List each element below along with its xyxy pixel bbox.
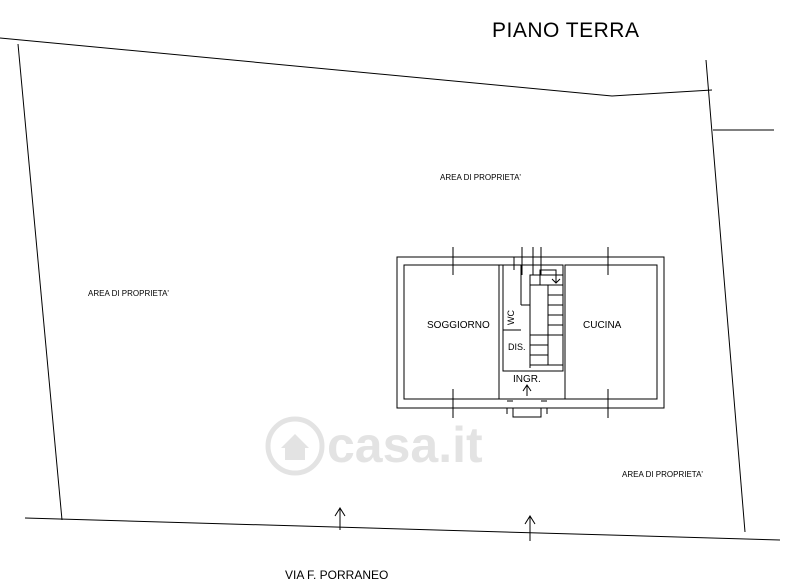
window-wc-north	[513, 247, 542, 275]
room-label-kitchen: CUCINA	[583, 320, 622, 331]
site-boundary-north	[0, 37, 713, 97]
window-kitchen-north	[596, 247, 621, 275]
access-arrow-left	[334, 507, 346, 530]
room-label-living: SOGGIORNO	[427, 320, 490, 331]
plan-title: PIANO TERRA	[492, 19, 640, 42]
room-label-hallway: DIS.	[508, 342, 526, 352]
room-label-entrance: INGR.	[513, 374, 541, 385]
site-boundary-east	[705, 59, 746, 533]
access-arrow-right	[524, 515, 536, 541]
property-area-label-south: AREA DI PROPRIETA'	[622, 470, 703, 479]
room-label-wc: WC	[506, 310, 516, 325]
property-area-label-west: AREA DI PROPRIETA'	[88, 289, 169, 298]
staircase	[529, 269, 564, 366]
property-area-label-north: AREA DI PROPRIETA'	[440, 173, 521, 182]
window-living-north	[440, 247, 465, 275]
window-living-south	[440, 389, 465, 418]
site-boundary-west	[17, 43, 63, 521]
street-label: VIA F. PORRANEO	[285, 568, 389, 582]
entrance-door	[506, 384, 548, 418]
window-kitchen-south	[596, 389, 621, 418]
street-line	[24, 517, 781, 541]
